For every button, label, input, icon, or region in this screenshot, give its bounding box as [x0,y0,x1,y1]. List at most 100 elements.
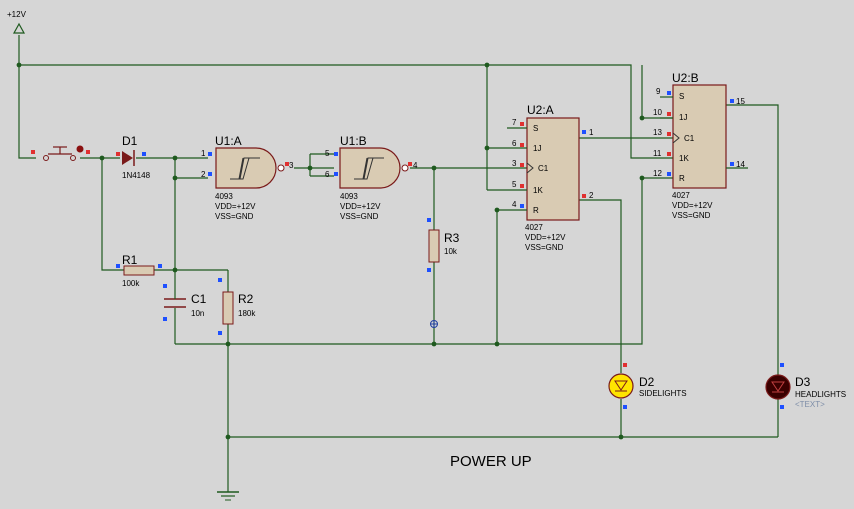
u1b-vss: VSS=GND [340,212,379,221]
u2b-pin-s: S [679,92,684,101]
resistor-r1[interactable]: R1 100k [116,253,162,288]
u2a-num-1k: 5 [512,180,517,189]
pin-marker [520,204,524,208]
r3-value: 10k [444,247,458,256]
pin-marker [208,172,212,176]
u2b-num-r: 12 [653,169,662,178]
u2a-num-qn: 2 [589,191,594,200]
u2b-num-1k: 11 [653,149,662,158]
pin-marker [163,284,167,288]
pin-marker [334,172,338,176]
bubble-icon [401,164,409,172]
wire-top-rail [19,64,678,159]
pin-marker [520,143,524,147]
u1a-vss: VSS=GND [215,212,254,221]
pin-marker [31,150,35,154]
led-d3[interactable]: D3 HEADLIGHTS <TEXT> [765,363,846,409]
u2b-num-1j: 10 [653,108,662,117]
pin-marker [116,152,120,156]
u1b-pin-in1: 5 [325,149,330,158]
clock-icon [526,162,534,174]
pin-marker [408,162,412,166]
u2a-num-c1: 3 [512,159,517,168]
u2a-ref: U2:A [527,103,554,117]
junction-dot [172,267,178,273]
u2a-num-q: 1 [589,128,594,137]
u1b-value: 4093 [340,192,358,201]
junction-dot [172,175,178,181]
d3-ref: D3 [795,375,811,389]
junction-dot [494,341,500,347]
u2a-pin-1j: 1J [533,144,541,153]
u2b-vss: VSS=GND [672,211,711,220]
wires [18,35,779,492]
wire-to-r1 [101,158,124,271]
pin-marker [520,163,524,167]
resistor-r2[interactable]: R2 180k [218,278,256,335]
u2b-pin-1k: 1K [679,154,689,163]
pin-marker [667,112,671,116]
pin-marker [520,122,524,126]
flipflop-u2a[interactable]: S 1J C1 1K R 7 6 3 5 4 1 2 U2:A 4027 VDD… [507,103,594,252]
switch-handle [76,145,84,153]
u2a-pin-1k: 1K [533,186,543,195]
u2b-pin-1j: 1J [679,113,687,122]
c1-value: 10n [191,309,204,318]
pin-marker [623,363,627,367]
pin-marker [427,268,431,272]
ground-symbol[interactable] [217,491,239,501]
wire-u2a-reset [496,209,507,344]
resistor-body [123,265,155,276]
power-terminal[interactable]: +12V [7,10,27,34]
r2-ref: R2 [238,292,254,306]
switch-contact [43,155,49,161]
pin-marker [285,162,289,166]
junction-dot [225,434,231,440]
diode-d1[interactable]: D1 1N4148 [116,134,151,180]
bubble-icon [277,164,285,172]
u2b-num-s: 9 [656,87,661,96]
resistor-r3[interactable]: R3 10k [427,218,460,328]
pin-marker [116,264,120,268]
junction-dot [639,115,645,121]
pin-marker [158,264,162,268]
wire-u2a-qn-to-d2 [579,199,622,373]
u2a-num-r: 4 [512,200,517,209]
r1-ref: R1 [122,253,138,267]
junction-dot [431,165,437,171]
push-switch[interactable] [31,145,90,161]
junctions [16,62,645,440]
schmitt-icon [230,157,260,180]
junction-dot [99,155,105,161]
u2b-num-q: 15 [736,97,745,106]
junction-dot [172,155,178,161]
u1b-vdd: VDD=+12V [340,202,381,211]
pin-marker [667,91,671,95]
u2b-pin-r: R [679,174,685,183]
d3-value: HEADLIGHTS [795,390,846,399]
pin-marker [218,278,222,282]
pin-marker [582,130,586,134]
gate-u1b[interactable]: 5 6 4 U1:B 4093 VDD=+12V VSS=GND [325,134,418,221]
u2a-vss: VSS=GND [525,243,564,252]
u2a-num-1j: 6 [512,139,517,148]
gate-u1a[interactable]: 1 2 3 U1:A 4093 VDD=+12V VSS=GND [201,134,294,221]
u2a-value: 4027 [525,223,543,232]
pin-marker [427,218,431,222]
pin-marker [623,405,627,409]
u2b-value: 4027 [672,191,690,200]
junction-dot [225,341,231,347]
switch-contact [70,155,76,161]
u2b-ref: U2:B [672,71,699,85]
led-d2[interactable]: D2 SIDELIGHTS [608,363,687,409]
pin-marker [334,152,338,156]
d2-value: SIDELIGHTS [639,389,687,398]
r1-value: 100k [122,279,140,288]
junction-dot [431,341,437,347]
wire-ground-bus [175,177,678,345]
capacitor-c1[interactable]: C1 10n [163,284,207,321]
power-arrow-icon [12,22,26,34]
u2a-num-s: 7 [512,118,517,127]
flipflop-u2b[interactable]: S 1J C1 1K R 9 10 13 11 12 15 14 U2:B 40… [653,71,748,220]
